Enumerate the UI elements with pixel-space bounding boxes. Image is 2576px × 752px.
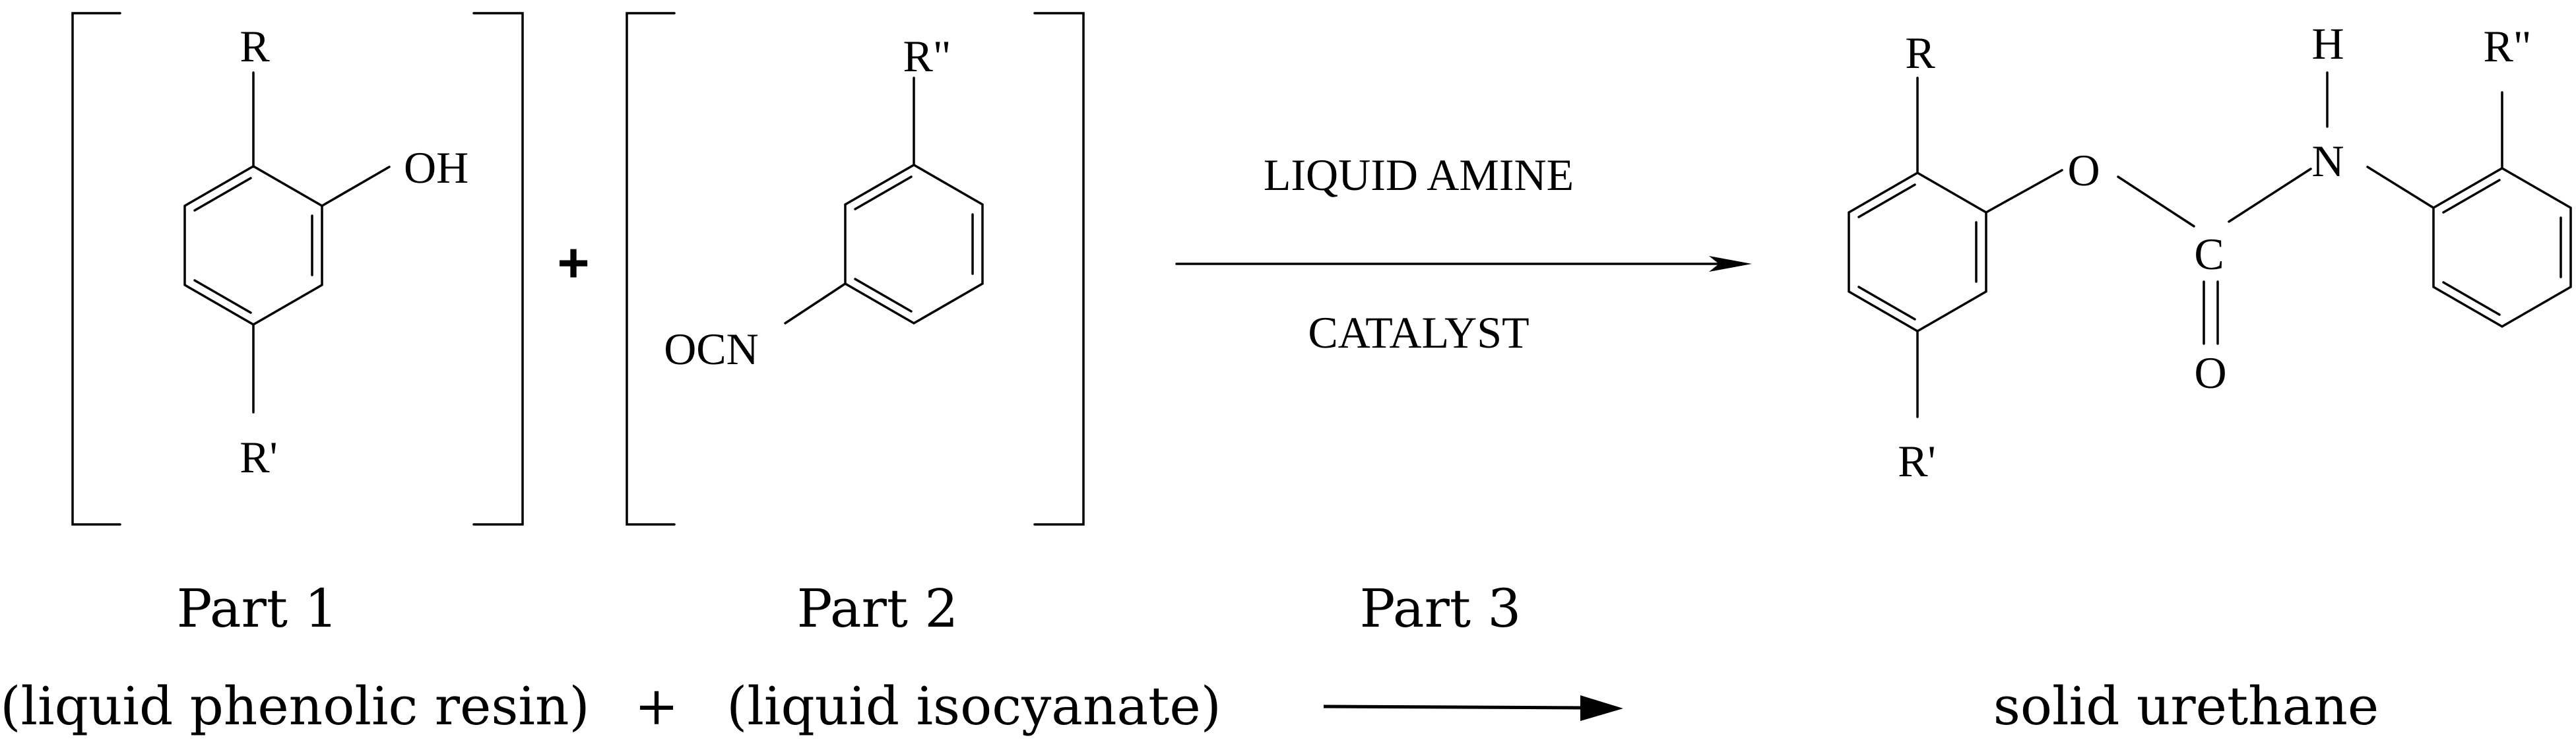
bracket-right	[472, 12, 524, 526]
bracket-right	[1033, 12, 1085, 526]
reaction-arrow: LIQUID AMINE CATALYST	[1175, 150, 1752, 358]
benzene-ring	[183, 164, 323, 327]
amine-nitrogen: N	[2311, 136, 2344, 186]
caption-plus: +	[634, 675, 678, 737]
bracket-left	[626, 12, 676, 526]
bond-n-ring	[2366, 166, 2435, 209]
substituent-r-prime: R'	[240, 432, 278, 482]
bond-oh	[321, 166, 391, 207]
benzene-ring-left	[1848, 171, 1987, 333]
bond-o-c	[2117, 175, 2195, 228]
substituent-r-double-prime: R"	[903, 31, 951, 81]
amine-hydrogen: H	[2311, 18, 2344, 69]
bracket-left	[71, 12, 121, 526]
reactant-1-description: (liquid phenolic resin)	[0, 675, 589, 737]
reactant-2-description: (liquid isocyanate)	[726, 675, 1221, 737]
substituent-r: R	[240, 21, 270, 71]
benzene-ring	[844, 163, 984, 325]
bond-ring-o	[1985, 169, 2063, 214]
captions: Part 1 Part 2 Part 3 (liquid phenolic re…	[0, 578, 2379, 737]
reactant-2: R" OCN	[626, 12, 1085, 526]
ester-oxygen: O	[2067, 145, 2100, 195]
benzene-ring-right	[2432, 166, 2572, 329]
carbonyl-carbon: C	[2194, 229, 2224, 279]
label-part-2: Part 2	[797, 578, 959, 639]
label-part-3: Part 3	[1360, 578, 1522, 639]
bond-ocn	[784, 282, 847, 325]
product-description: solid urethane	[1993, 675, 2379, 737]
caption-arrow-shaft	[1323, 705, 1584, 710]
bond-c-n	[2228, 168, 2312, 223]
reactant-1: R OH R'	[71, 12, 524, 526]
isocyanate-group: OCN	[664, 324, 759, 374]
substituent-r-double-prime: R"	[2483, 21, 2531, 71]
substituent-r-prime: R'	[1898, 436, 1936, 486]
arrow-condition-above: LIQUID AMINE	[1264, 150, 1574, 200]
arrow-condition-below: CATALYST	[1308, 307, 1529, 358]
caption-arrowhead	[1580, 695, 1623, 721]
substituent-r: R	[1905, 28, 1935, 78]
arrowhead	[1709, 256, 1752, 272]
product: R R' O C O H N R"	[1848, 18, 2572, 486]
hydroxyl-group: OH	[404, 142, 468, 193]
carbonyl-oxygen: O	[2194, 348, 2226, 398]
plus-symbol: +	[557, 232, 589, 294]
label-part-1: Part 1	[177, 578, 338, 639]
